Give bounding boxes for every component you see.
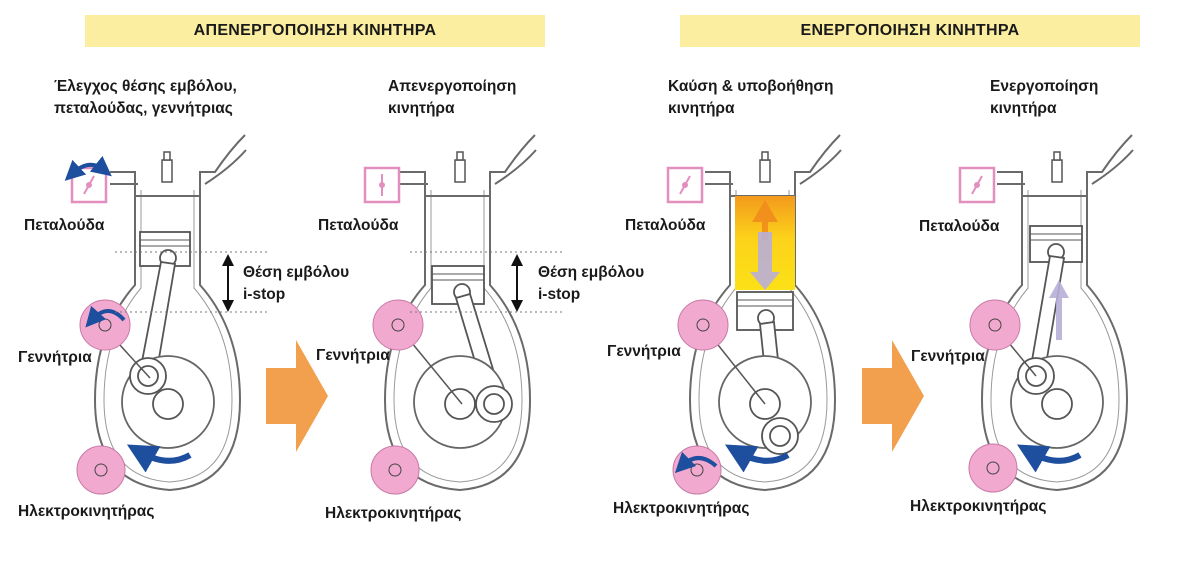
- engine-panel-4: [958, 134, 1134, 493]
- engine-panel-1: [64, 134, 270, 495]
- alternator-rotation-arrow: [85, 305, 126, 328]
- alternator-label: Γεννήτρια: [316, 347, 390, 364]
- throttle-label: Πεταλούδα: [919, 218, 1000, 235]
- transition-arrow-stop: [266, 340, 328, 452]
- piston-position-label: Θέση εμβόλου i-stop: [243, 264, 350, 303]
- starter-label: Ηλεκτροκινητήρας: [910, 498, 1047, 515]
- stop-section-title: ΑΠΕΝΕΡΓΟΠΟΙΗΣΗ ΚΙΝΗΤΗΡΑ: [193, 22, 437, 39]
- stop-section-banner: ΑΠΕΝΕΡΓΟΠΟΙΗΣΗ ΚΙΝΗΤΗΡΑ: [85, 15, 545, 47]
- combustion-force-arrow: [750, 232, 780, 290]
- throttle-label: Πεταλούδα: [625, 217, 706, 234]
- throttle-rotation-arrow: [64, 155, 112, 181]
- starter-label: Ηλεκτροκινητήρας: [18, 503, 155, 520]
- crank-rotation-arrow: [1016, 444, 1082, 473]
- panel-4-caption: Ενεργοποίηση κινητήρα: [990, 78, 1099, 117]
- starter-label: Ηλεκτροκινητήρας: [613, 500, 750, 517]
- piston-position-label: Θέση εμβόλου i-stop: [538, 264, 645, 303]
- alternator-label: Γεννήτρια: [18, 349, 92, 366]
- panel-1-caption: Έλεγχος θέσης εμβόλου, πεταλούδας, γεννή…: [54, 78, 237, 117]
- alternator-label: Γεννήτρια: [607, 343, 681, 360]
- throttle-label: Πεταλούδα: [318, 217, 399, 234]
- engine-panel-2: [363, 134, 565, 495]
- start-section-banner: ΕΝΕΡΓΟΠΟΙΗΣΗ ΚΙΝΗΤΗΡΑ: [680, 15, 1140, 47]
- engine-panel-3: [666, 134, 842, 495]
- starter-label: Ηλεκτροκινητήρας: [325, 505, 462, 522]
- starter-rotation-arrow: [674, 451, 718, 474]
- alternator-label: Γεννήτρια: [911, 348, 985, 365]
- crank-rotation-arrow: [126, 444, 192, 473]
- panel-3-caption: Καύση & υποβοήθηση κινητήρα: [668, 78, 834, 117]
- start-section-title: ΕΝΕΡΓΟΠΟΙΗΣΗ ΚΙΝΗΤΗΡΑ: [800, 22, 1020, 39]
- panel-2-caption: Απενεργοποίηση κινητήρα: [388, 78, 517, 117]
- piston-up-arrow: [1049, 280, 1069, 340]
- crank-rotation-arrow: [724, 444, 790, 473]
- throttle-label: Πεταλούδα: [24, 217, 105, 234]
- transition-arrow-start: [862, 340, 924, 452]
